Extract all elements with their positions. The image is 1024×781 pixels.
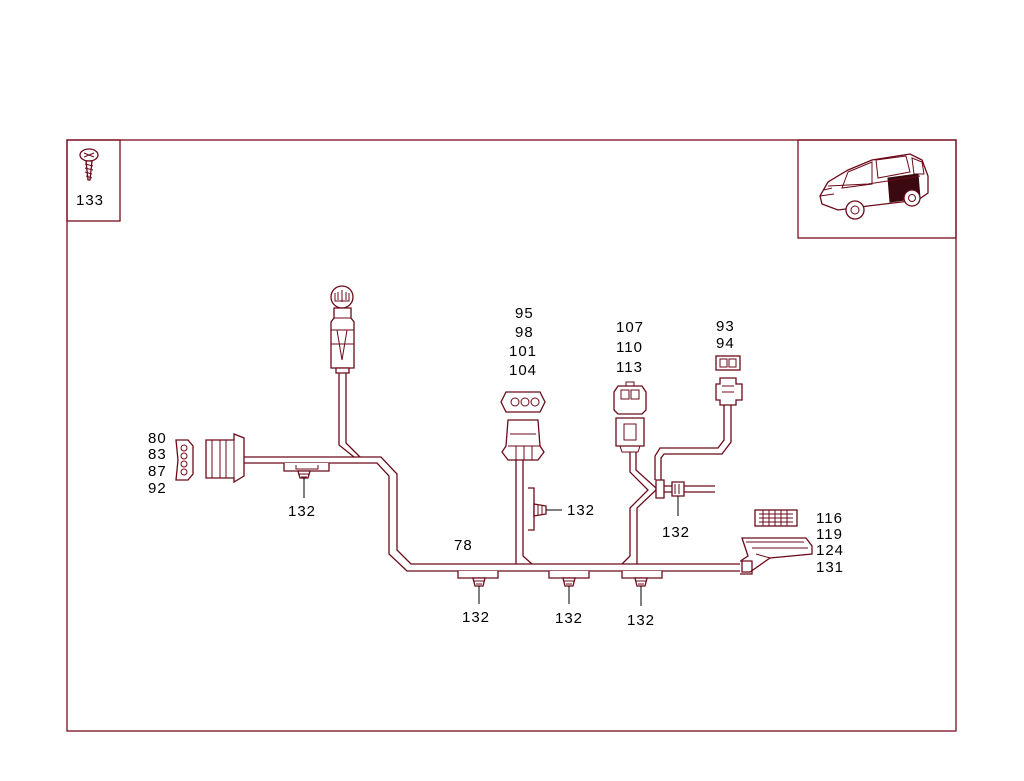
part-label: 104 bbox=[509, 362, 537, 379]
clip-bottom-2 bbox=[548, 571, 590, 587]
connector-95-104 bbox=[500, 391, 546, 461]
screw-inset-box bbox=[66, 139, 121, 222]
clip-label: 132 bbox=[567, 502, 595, 519]
clip-label: 132 bbox=[288, 503, 316, 520]
clip-label: 132 bbox=[627, 612, 655, 629]
label-group-116-131: 116 119 124 131 bbox=[816, 510, 844, 576]
part-label: 119 bbox=[816, 526, 843, 543]
connector-107-113 bbox=[613, 381, 647, 453]
diagram-frame bbox=[66, 139, 957, 732]
clip-bottom-1 bbox=[457, 571, 499, 587]
label-group-80-92: 80 83 87 92 bbox=[148, 430, 167, 497]
part-label: 95 bbox=[515, 305, 534, 322]
main-harness bbox=[243, 373, 740, 572]
clip-bottom-3 bbox=[621, 571, 663, 587]
screw-inset: 133 bbox=[66, 139, 121, 222]
part-label: 93 bbox=[716, 318, 735, 335]
part-label: 87 bbox=[148, 463, 167, 480]
clip-branch-107 bbox=[655, 479, 685, 499]
label-group-107-113: 107 110 113 bbox=[616, 319, 644, 376]
screw-icon bbox=[79, 148, 99, 181]
part-label: 83 bbox=[148, 446, 167, 463]
vehicle-inset-box bbox=[797, 139, 957, 239]
label-group-93-94: 93 94 bbox=[716, 318, 735, 352]
clip-left bbox=[283, 463, 330, 479]
part-label: 124 bbox=[816, 542, 844, 559]
part-label: 110 bbox=[616, 339, 643, 356]
lamp-socket bbox=[330, 285, 355, 374]
part-label: 80 bbox=[148, 430, 167, 447]
part-label: 116 bbox=[816, 510, 843, 527]
label-group-95-104: 95 98 101 104 bbox=[509, 305, 537, 379]
part-label: 101 bbox=[509, 343, 537, 360]
round-connector-left bbox=[175, 433, 245, 484]
part-label: 94 bbox=[716, 335, 735, 352]
harness-label: 78 bbox=[454, 537, 473, 554]
part-label: 131 bbox=[816, 559, 844, 576]
part-label: 92 bbox=[148, 480, 167, 497]
clip-label: 132 bbox=[462, 609, 490, 626]
connector-93-94 bbox=[715, 355, 743, 406]
suv-vehicle-icon bbox=[819, 153, 929, 220]
clip-upper-right bbox=[528, 487, 547, 531]
part-label: 113 bbox=[616, 359, 643, 376]
clip-label: 132 bbox=[662, 524, 690, 541]
part-label: 98 bbox=[515, 324, 534, 341]
control-module bbox=[740, 509, 813, 575]
vehicle-inset bbox=[797, 139, 957, 239]
clip-leader-lines bbox=[303, 478, 679, 606]
part-label: 107 bbox=[616, 319, 644, 336]
screw-part-label: 133 bbox=[76, 192, 104, 209]
clip-label: 132 bbox=[555, 610, 583, 627]
